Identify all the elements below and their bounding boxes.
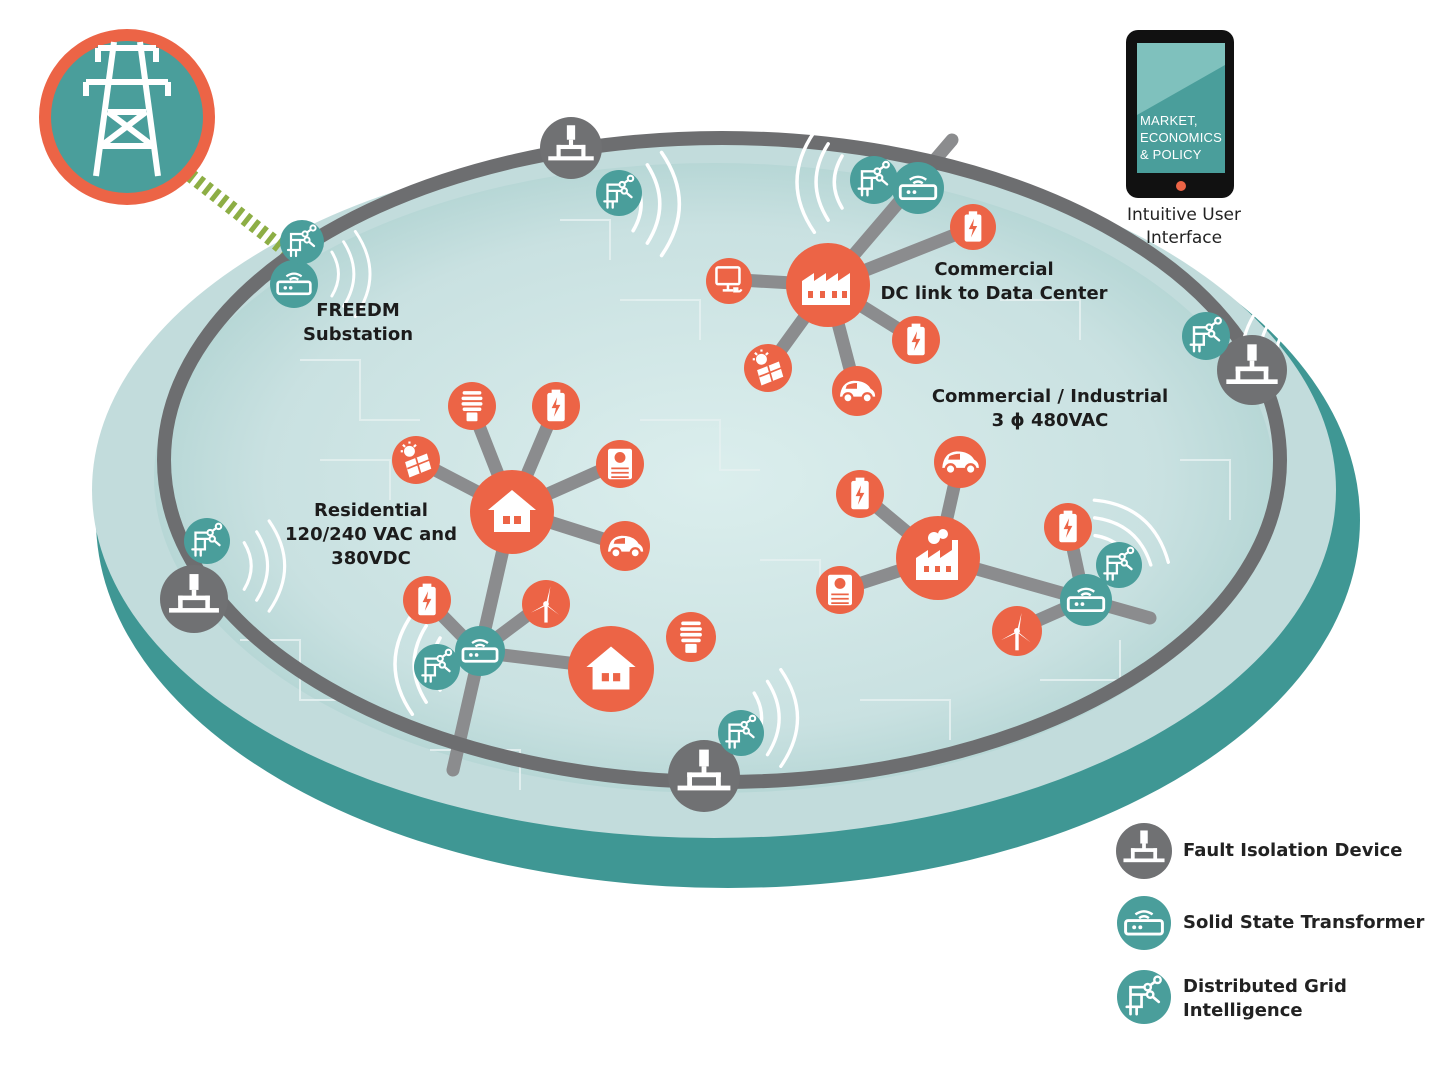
wind-turbine-icon xyxy=(992,606,1042,656)
tablet-line: ECONOMICS xyxy=(1140,130,1222,145)
substation-feeder xyxy=(185,169,290,256)
monitor-icon xyxy=(706,258,752,304)
label-line: 3 ɸ 480VAC xyxy=(991,410,1109,431)
dgi-left xyxy=(184,518,230,564)
tablet-line: MARKET, xyxy=(1140,113,1198,128)
legend-dgi-icon xyxy=(1117,970,1171,1024)
sst-residential xyxy=(455,626,505,676)
label-line: 120/240 VAC and xyxy=(285,524,457,545)
battery-icon xyxy=(836,470,884,518)
car-icon xyxy=(832,366,882,416)
battery-icon xyxy=(403,576,451,624)
label-line: Substation xyxy=(302,324,414,345)
legend-fault-label: Fault Isolation Device xyxy=(1183,840,1403,861)
dgi-right xyxy=(1182,312,1230,360)
transmission-tower-icon xyxy=(83,41,171,177)
legend-sst-label: Solid State Transformer xyxy=(1183,912,1425,933)
legend-dgi-line: Intelligence xyxy=(1183,1000,1303,1021)
bulb-icon xyxy=(666,612,716,662)
dgi-top xyxy=(596,170,642,216)
tablet-screen-text: MARKET, ECONOMICS & POLICY xyxy=(1140,112,1225,163)
legend-dgi-line: Distributed Grid xyxy=(1183,976,1347,997)
hvac-icon xyxy=(816,566,864,614)
commercial-industrial-label: Commercial / Industrial 3 ɸ 480VAC xyxy=(930,385,1170,433)
power-plant-icon xyxy=(896,516,980,600)
transmission-tower-badge xyxy=(39,29,215,205)
factory-icon xyxy=(786,243,870,327)
label-line: Residential xyxy=(314,500,428,521)
label-line: FREEDM xyxy=(316,300,400,321)
island xyxy=(92,142,1360,888)
battery-icon xyxy=(950,204,996,250)
hvac-icon xyxy=(596,440,644,488)
legend-dgi-label: Distributed Grid Intelligence xyxy=(1183,975,1347,1023)
tablet-line: & POLICY xyxy=(1140,147,1202,162)
fault-isolation-device-top xyxy=(540,117,602,179)
wind-turbine-icon xyxy=(522,580,570,628)
substation-label: FREEDM Substation xyxy=(296,299,420,347)
fault-isolation-device-left xyxy=(160,565,228,633)
battery-icon xyxy=(1044,503,1092,551)
legend-fault-icon xyxy=(1116,823,1172,879)
bulb-icon xyxy=(448,382,496,430)
battery-icon xyxy=(892,316,940,364)
dgi-industrial xyxy=(1096,542,1142,588)
house-icon xyxy=(568,626,654,712)
label-line: 380VDC xyxy=(331,548,411,569)
dgi-bottom xyxy=(718,710,764,756)
label-line: Commercial xyxy=(934,259,1054,280)
legend-sst-icon xyxy=(1117,896,1171,950)
car-icon xyxy=(934,436,986,488)
dgi-commercial xyxy=(850,156,898,204)
car-icon xyxy=(600,521,650,571)
residential-label: Residential 120/240 VAC and 380VDC xyxy=(276,499,466,571)
dgi-substation xyxy=(280,220,324,264)
commercial-label: Commercial DC link to Data Center xyxy=(876,258,1112,306)
solar-panel-icon xyxy=(744,344,792,392)
battery-icon xyxy=(532,382,580,430)
label-line: DC link to Data Center xyxy=(880,283,1108,304)
caption-line: Intuitive User xyxy=(1126,205,1241,225)
tablet-interface xyxy=(1126,30,1234,198)
solar-panel-icon xyxy=(392,436,440,484)
label-line: Commercial / Industrial xyxy=(931,386,1169,407)
interface-caption: Intuitive User Interface xyxy=(1114,204,1254,250)
house-icon xyxy=(470,470,554,554)
dgi-residential xyxy=(414,644,460,690)
sst-commercial xyxy=(892,162,944,214)
caption-line: Interface xyxy=(1145,228,1223,248)
